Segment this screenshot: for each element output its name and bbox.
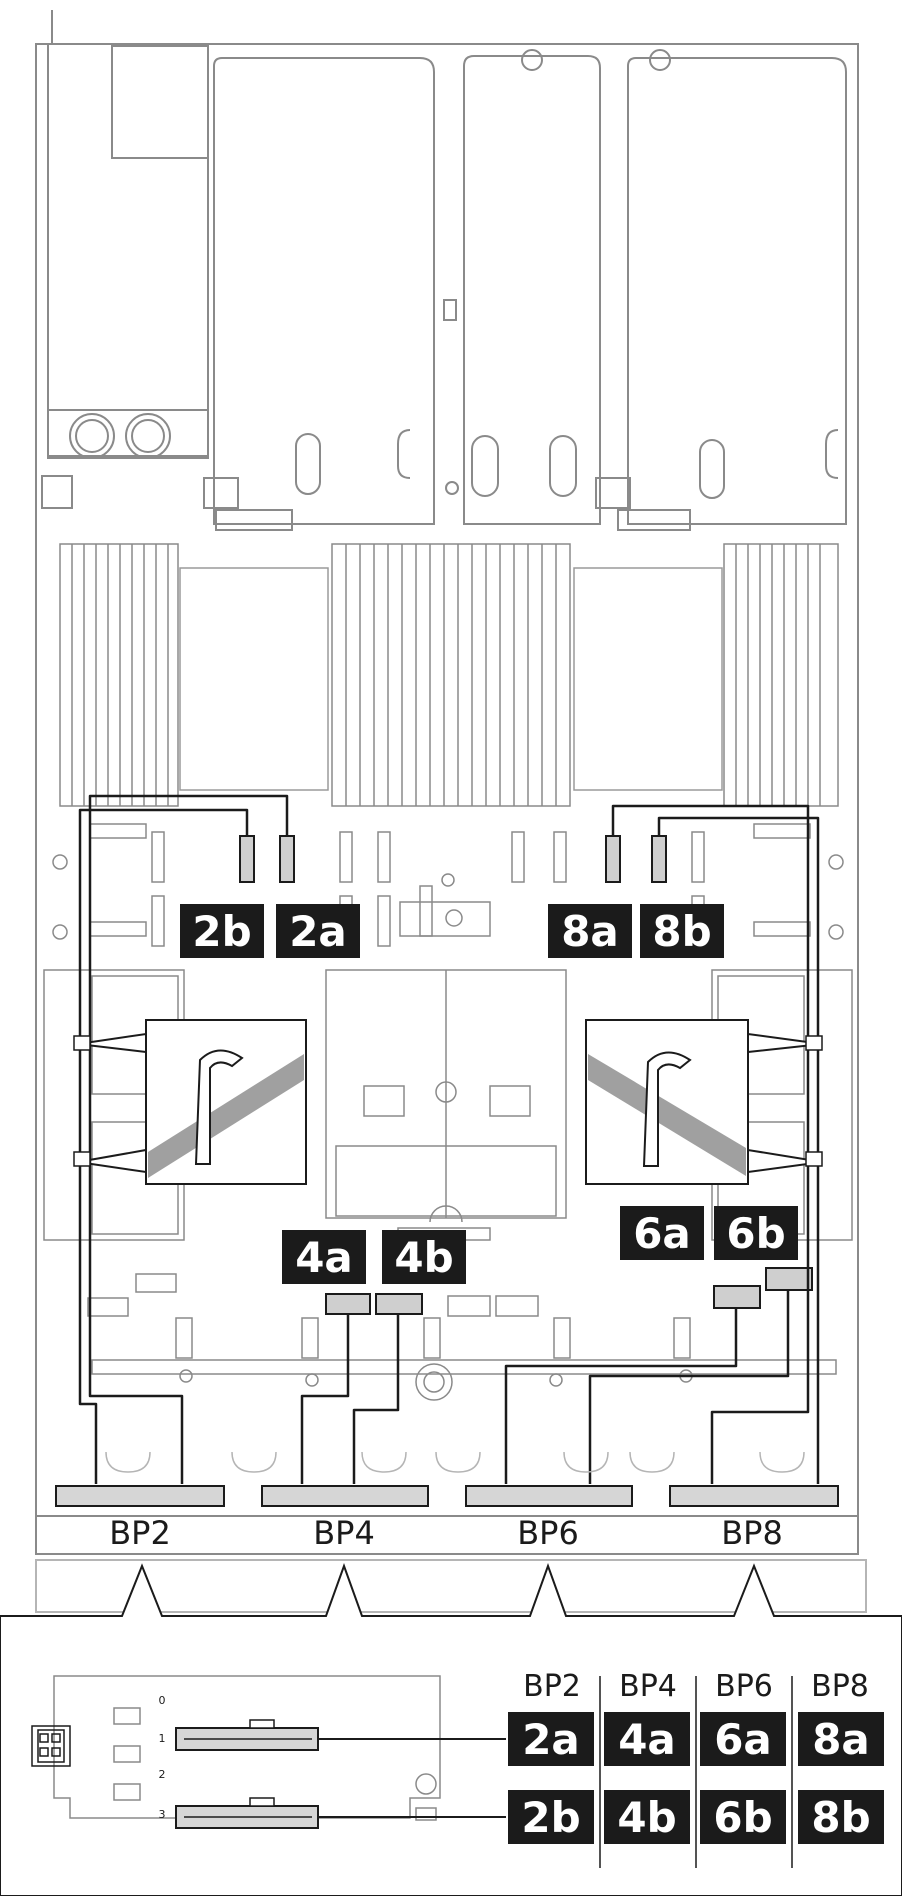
callout-4a: 4a <box>282 1230 366 1284</box>
callout-8b: 8b <box>640 904 724 958</box>
svg-text:2b: 2b <box>192 907 251 956</box>
dimm-bank-left <box>59 543 179 807</box>
cable-8a <box>611 804 810 1484</box>
table-cell-6b: 6b <box>713 1793 772 1842</box>
port-label-0: 0 <box>159 1694 166 1707</box>
table-cell-8a: 8a <box>812 1715 870 1764</box>
dimm-bank-right <box>723 543 839 807</box>
backplane-bar-bp4 <box>261 1485 429 1507</box>
table-cell-6a: 6a <box>714 1715 772 1764</box>
callout-6b: 6b <box>714 1206 798 1260</box>
backplane-bars <box>55 1485 839 1507</box>
cable-4b <box>352 1314 400 1484</box>
cable-clips <box>73 1035 823 1167</box>
connector-6b <box>765 1267 813 1291</box>
cpu-socket-left <box>179 567 329 791</box>
connector-4a <box>325 1293 371 1315</box>
connector-2b <box>239 835 255 883</box>
svg-text:4b: 4b <box>394 1233 453 1282</box>
cable-6b <box>588 1290 790 1484</box>
port-label-3: 3 <box>159 1808 166 1821</box>
cables <box>78 794 820 1484</box>
drive-latches <box>105 1451 805 1473</box>
cable-8b <box>657 816 820 1484</box>
air-baffle <box>325 969 567 1241</box>
motherboard-slots <box>52 823 844 947</box>
riser-card-3 <box>595 49 847 531</box>
cable-2b <box>78 808 249 1484</box>
callout-2b: 2b <box>180 904 264 958</box>
inset-cables <box>318 1738 506 1818</box>
table-header-bp2: BP2 <box>523 1669 581 1704</box>
lower-board <box>87 1273 837 1401</box>
table-cell-2a: 2a <box>522 1715 580 1764</box>
cable-4a <box>300 1314 350 1484</box>
label-bp8: BP8 <box>721 1514 783 1552</box>
connector-8a <box>605 835 621 883</box>
table-header-bp8: BP8 <box>811 1669 869 1704</box>
label-bp4: BP4 <box>313 1514 375 1552</box>
svg-text:6a: 6a <box>633 1209 691 1258</box>
callout-4b: 4b <box>382 1230 466 1284</box>
table-cell-2b: 2b <box>521 1793 580 1842</box>
cable-2a <box>88 794 289 1484</box>
cpu-socket-right <box>573 567 723 791</box>
table-cell-8b: 8b <box>811 1793 870 1842</box>
power-supply-unit <box>41 43 209 509</box>
port-label-1: 1 <box>159 1732 166 1745</box>
connector-4b <box>375 1293 423 1315</box>
svg-text:8b: 8b <box>652 907 711 956</box>
riser-card-1 <box>203 57 435 531</box>
table-cell-4a: 4a <box>618 1715 676 1764</box>
svg-text:6b: 6b <box>726 1209 785 1258</box>
riser-card-2 <box>443 49 601 525</box>
dimm-bank-center <box>331 543 571 807</box>
label-bp2: BP2 <box>109 1514 171 1552</box>
cable-clip-detail-right <box>585 1019 823 1185</box>
table-header-bp4: BP4 <box>619 1669 677 1704</box>
connector-2a <box>279 835 295 883</box>
inset-connector-slots <box>184 1719 312 1818</box>
label-bp6: BP6 <box>517 1514 579 1552</box>
table-row-b: 2b 4b 6b 8b <box>508 1790 884 1844</box>
table-row-a: 2a 4a 6a 8a <box>508 1712 884 1766</box>
table-cell-4b: 4b <box>617 1793 676 1842</box>
svg-text:8a: 8a <box>561 907 619 956</box>
cable-clip-detail-left <box>77 1019 307 1185</box>
svg-text:4a: 4a <box>295 1233 353 1282</box>
callout-8a: 8a <box>548 904 632 958</box>
svg-text:2a: 2a <box>289 907 347 956</box>
cable-6a <box>504 1308 738 1484</box>
connector-8b <box>651 835 667 883</box>
callout-6a: 6a <box>620 1206 704 1260</box>
backplane-bar-bp8 <box>669 1485 839 1507</box>
inset-table-dividers <box>599 1676 793 1868</box>
backplane-bar-bp6 <box>465 1485 633 1507</box>
backplane-bar-bp2 <box>55 1485 225 1507</box>
chassis-outline <box>35 10 867 1613</box>
table-header-bp6: BP6 <box>715 1669 773 1704</box>
port-label-2: 2 <box>159 1768 166 1781</box>
callout-2a: 2a <box>276 904 360 958</box>
connector-6a <box>713 1285 761 1309</box>
